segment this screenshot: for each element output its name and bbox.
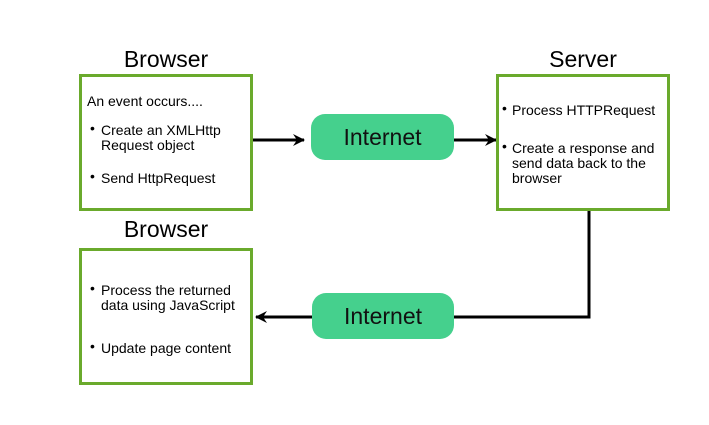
create-xmlhttp-text-line2: Request object (101, 137, 195, 153)
update-page-text: Update page content (101, 340, 231, 356)
bullet-icon: • (90, 280, 95, 296)
browser-top-box: An event occurs.... • Create an XMLHttp … (79, 74, 253, 211)
create-response-text-line1: Create a response and (512, 140, 655, 156)
bullet-icon: • (502, 100, 507, 116)
event-occurs-text: An event occurs.... (87, 93, 203, 109)
bullet-icon: • (502, 138, 507, 154)
bullet-icon: • (90, 338, 95, 354)
process-returned-text-line1: Process the returned (101, 282, 231, 298)
send-httprequest-text: Send HttpRequest (101, 170, 216, 186)
arrow-server-to-internet (454, 210, 591, 319)
server-title: Server (549, 46, 617, 72)
process-returned-text-line2: data using JavaScript (101, 297, 235, 313)
bullet-icon: • (90, 168, 95, 184)
bullet-icon: • (90, 120, 95, 136)
browser-bottom-title: Browser (123, 216, 209, 242)
create-response-text-line2: send data back to the (512, 155, 646, 171)
create-xmlhttp-text-line1: Create an XMLHttp (101, 122, 221, 138)
process-httprequest-text: Process HTTPRequest (512, 102, 656, 118)
browser-top-title: Browser (123, 46, 209, 72)
internet-top-pill: Internet (311, 114, 454, 160)
internet-bottom-pill: Internet (312, 293, 454, 339)
browser-bottom-box: • Process the returned data using JavaSc… (79, 248, 253, 385)
server-box: • Process HTTPRequest • Create a respons… (496, 74, 670, 211)
create-response-text-line3: browser (512, 170, 562, 186)
